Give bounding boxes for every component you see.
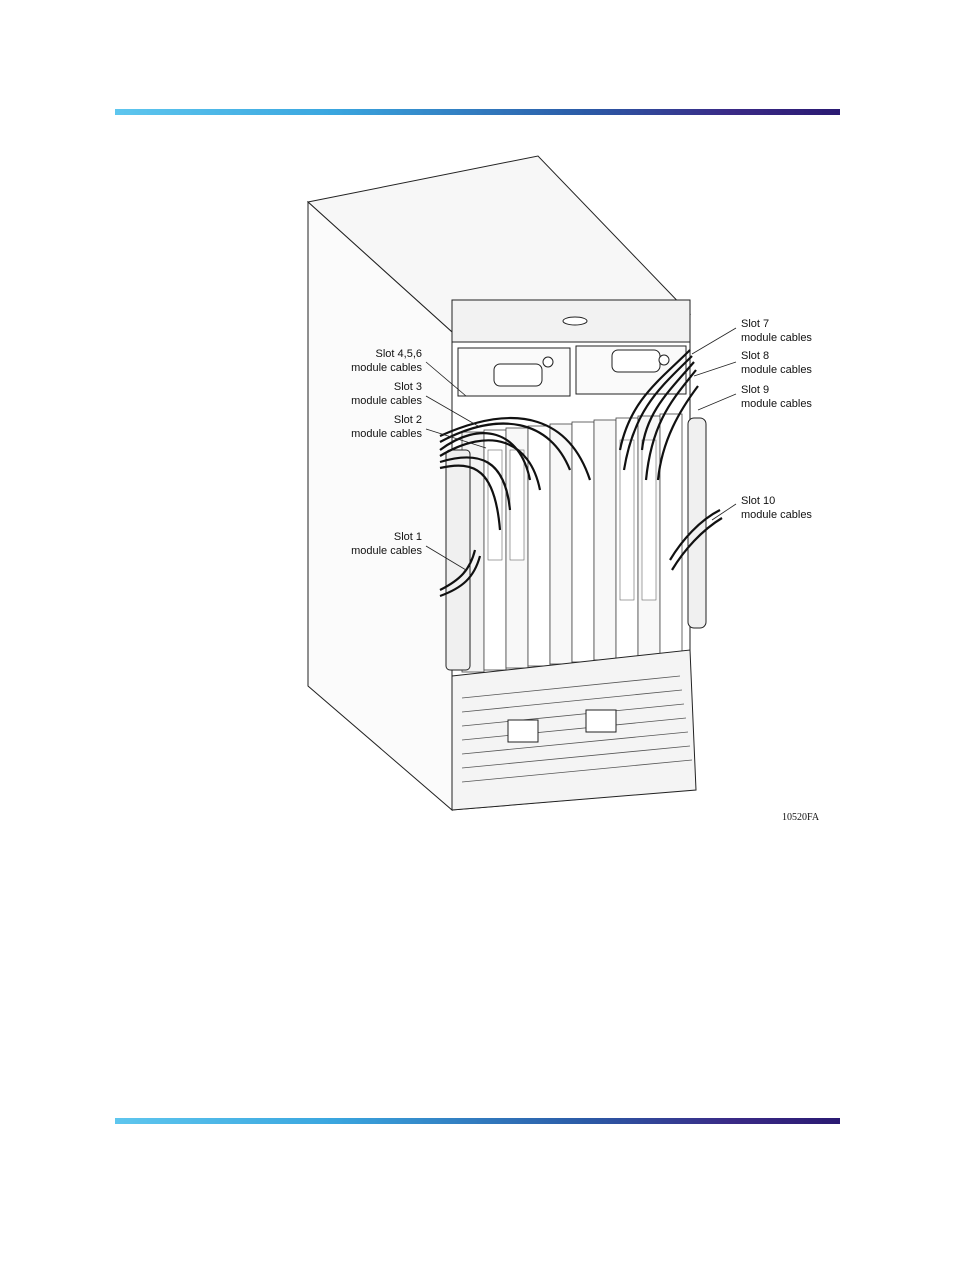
callout-slot-1: Slot 1 module cables	[351, 531, 422, 557]
chassis-illustration	[306, 155, 737, 812]
callout-slot-7: Slot 7 module cables	[741, 318, 812, 344]
port-grids	[487, 439, 657, 601]
callout-slot-9: Slot 9 module cables	[741, 384, 812, 410]
header-rule	[115, 109, 840, 115]
callout-slot-10: Slot 10 module cables	[741, 495, 812, 521]
callout-slot-3: Slot 3 module cables	[351, 381, 422, 407]
callout-leaders	[425, 327, 737, 571]
right-cable-guide	[687, 417, 707, 629]
callout-slot-2: Slot 2 module cables	[351, 414, 422, 440]
left-cable-guide	[445, 449, 471, 671]
fan-tray	[451, 649, 697, 811]
callout-slot-8: Slot 8 module cables	[741, 350, 812, 376]
figure-id: 10520FA	[782, 812, 820, 823]
callout-slot-4-5-6: Slot 4,5,6 module cables	[351, 348, 422, 374]
footer-rule	[115, 1118, 840, 1124]
logo-badge	[562, 316, 588, 326]
module-cables	[439, 349, 723, 598]
chassis-cabling-figure: Slot 4,5,6 module cables Slot 3 module c…	[290, 150, 850, 830]
